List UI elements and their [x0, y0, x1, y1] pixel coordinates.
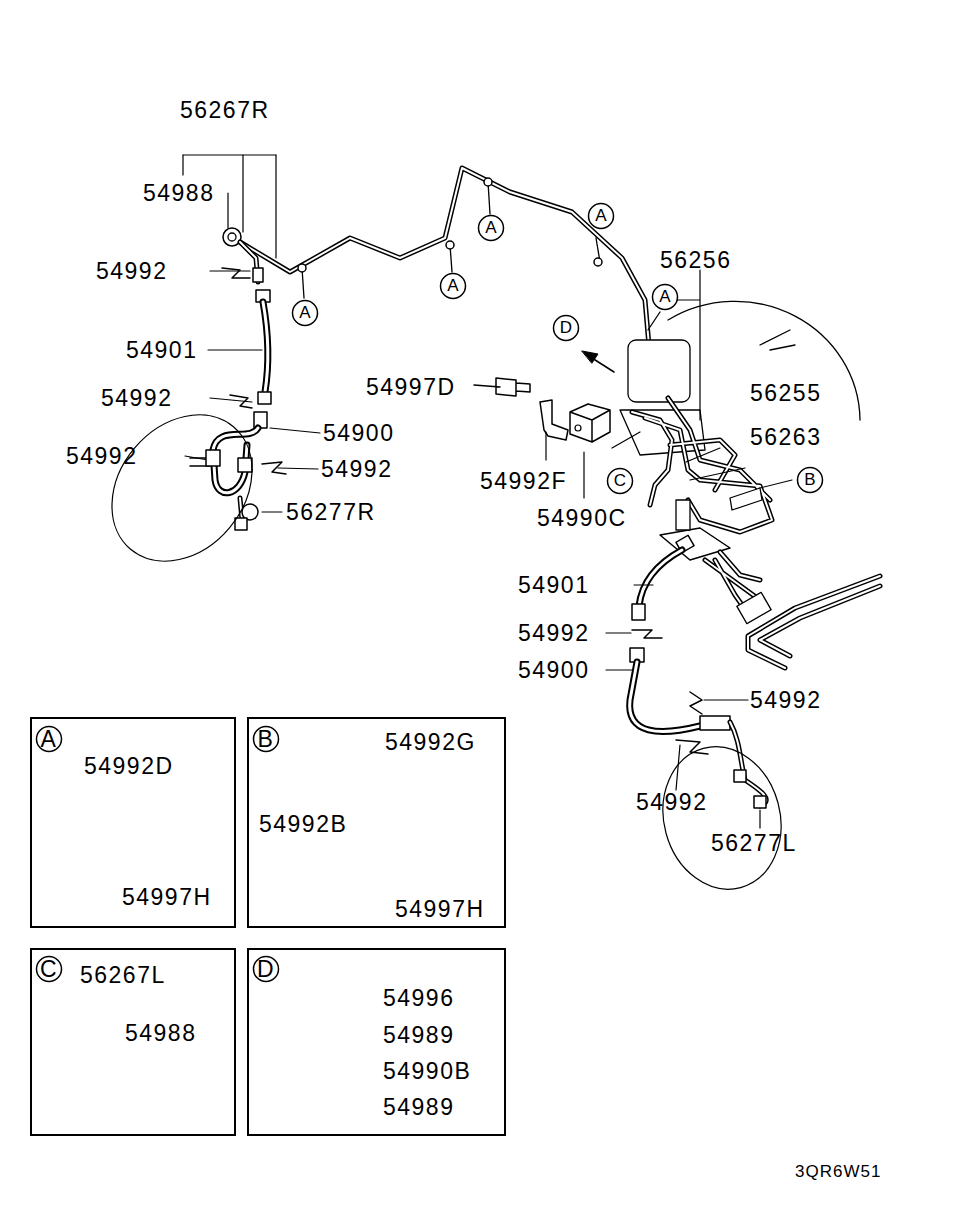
part-number: 54997H — [122, 883, 212, 911]
callout-circle: A — [439, 272, 467, 300]
part-number: 54900 — [323, 419, 394, 447]
callout-circle: B — [252, 725, 280, 753]
part-number: 54997H — [395, 895, 485, 923]
part-number: 54992 — [96, 257, 167, 285]
part-number: 54992 — [750, 686, 821, 714]
callout-letter: A — [439, 272, 467, 300]
part-number: 54992F — [480, 467, 567, 495]
part-number: 54992 — [636, 788, 707, 816]
part-number: 56277L — [711, 829, 797, 857]
callout-circle: C — [606, 467, 634, 495]
part-number: 56263 — [750, 423, 821, 451]
part-number: 54988 — [143, 179, 214, 207]
part-number: 54989 — [383, 1093, 454, 1121]
part-number: 54992 — [66, 442, 137, 470]
callout-letter: A — [651, 283, 679, 311]
part-number: 54997D — [366, 373, 456, 401]
part-number: 56256 — [660, 246, 731, 274]
detail-frame: 54992D 54997H A — [30, 717, 236, 928]
callout-letter: C — [35, 955, 63, 983]
part-number: 54992G — [385, 728, 476, 756]
callout-letter: B — [796, 466, 824, 494]
callout-letter: A — [587, 202, 615, 230]
detail-frame: 54996 54989 54990B 54989 D — [247, 948, 506, 1136]
detail-frame: 54992G 54992B 54997H B — [247, 717, 506, 928]
part-number: 56267R — [180, 96, 270, 124]
callout-letter: D — [252, 955, 280, 983]
detail-frame: 56267L 54988 C — [30, 948, 236, 1136]
part-number: 56255 — [750, 379, 821, 407]
part-number: 54901 — [518, 571, 589, 599]
part-number: 56277R — [286, 498, 376, 526]
callout-letter: B — [252, 725, 280, 753]
callout-circle: D — [552, 314, 580, 342]
callout-circle: A — [35, 725, 63, 753]
callout-circle: A — [651, 283, 679, 311]
callout-letter: A — [477, 214, 505, 242]
part-number: 54900 — [518, 656, 589, 684]
callout-circle: C — [35, 955, 63, 983]
drawing-code: 3QR6W51 — [795, 1158, 881, 1186]
callout-letter: A — [291, 299, 319, 327]
part-number: 56267L — [80, 961, 166, 989]
part-number: 54992 — [101, 384, 172, 412]
callout-circle: D — [252, 955, 280, 983]
callout-letter: A — [35, 725, 63, 753]
part-number: 54992 — [518, 619, 589, 647]
callout-circle: B — [796, 466, 824, 494]
part-number: 54992B — [259, 810, 347, 838]
part-number: 54990B — [383, 1057, 471, 1085]
callout-letter: C — [606, 467, 634, 495]
part-number: 54996 — [383, 984, 454, 1012]
part-number: 54992 — [321, 455, 392, 483]
part-number: 54901 — [126, 336, 197, 364]
part-number: 54988 — [125, 1019, 196, 1047]
part-number: 54990C — [537, 504, 627, 532]
callout-circle: A — [291, 299, 319, 327]
part-number: 54992D — [84, 752, 174, 780]
part-number: 54989 — [383, 1021, 454, 1049]
callout-circle: A — [587, 202, 615, 230]
callout-circle: A — [477, 214, 505, 242]
callout-letter: D — [552, 314, 580, 342]
